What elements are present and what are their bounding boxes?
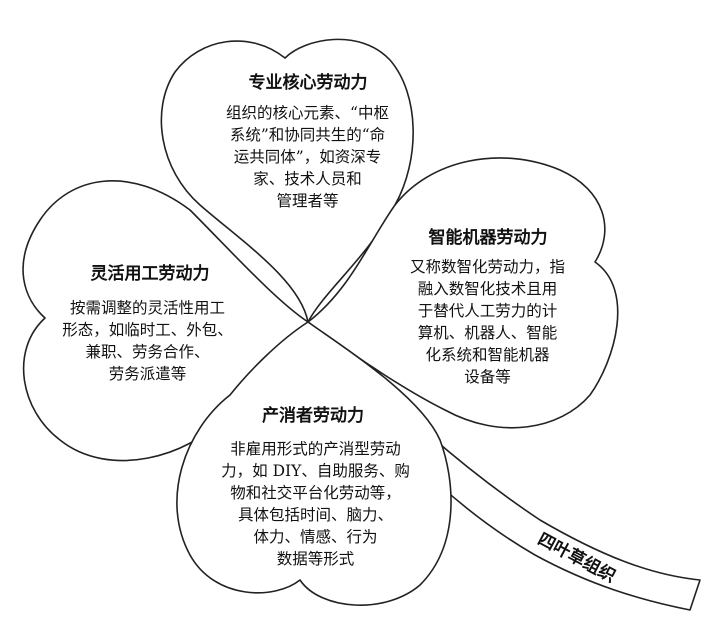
leaf-left-title: 灵活用工劳动力 bbox=[90, 264, 210, 284]
leaf-right-title: 智能机器劳动力 bbox=[428, 228, 548, 248]
leaf-right-line: 融入数智化技术且用 bbox=[417, 280, 558, 298]
leaf-right-shape bbox=[307, 157, 619, 429]
leaf-top-description: 组织的核心元素、“中枢 系统”和协同共生的“命 运共同体”，如资深专 家、技术人… bbox=[195, 102, 420, 212]
leaf-bottom-line: 物和社交平台化劳动等， bbox=[230, 484, 401, 502]
leaf-bottom-line: 具体包括时间、脑力、 bbox=[237, 506, 393, 524]
leaf-right-line: 设备等 bbox=[464, 368, 511, 386]
leaf-right-line: 又称数智化劳动力，指 bbox=[409, 258, 565, 276]
leaf-left-line: 兼职、劳务合作、 bbox=[85, 343, 210, 361]
leaf-bottom-line: 数据等形式 bbox=[276, 550, 355, 568]
leaf-bottom-title: 产消者劳动力 bbox=[262, 406, 364, 426]
leaf-bottom-line: 体力、情感、行为 bbox=[253, 528, 378, 546]
leaf-top-line: 系统”和协同共生的“命 bbox=[229, 126, 386, 144]
leaf-bottom-description: 非雇用形式的产消型劳动 力，如 DIY、自助服务、购 物和社交平台化劳动等， 具… bbox=[198, 438, 433, 570]
leaf-top-line: 管理者等 bbox=[276, 192, 339, 210]
leaf-top-line: 运共同体”，如资深专 bbox=[233, 148, 382, 166]
leaf-right-line: 算机、机器人、智能 bbox=[417, 324, 558, 342]
leaf-left-line: 按需调整的灵活性用工 bbox=[69, 299, 225, 317]
leaf-left-line: 劳务派遣等 bbox=[108, 365, 187, 383]
leaf-right-description: 又称数智化劳动力，指 融入数智化技术且用 于替代人工劳力的计 算机、机器人、智能… bbox=[385, 256, 590, 388]
leaf-bottom-line: 非雇用形式的产消型劳动 bbox=[230, 440, 401, 458]
leaf-left-line: 形态，如临时工、外包、 bbox=[62, 321, 233, 339]
leaf-top-line: 组织的核心元素、“中枢 bbox=[226, 104, 389, 122]
leaf-right-line: 于替代人工劳力的计 bbox=[417, 302, 558, 320]
leaf-bottom-line: 力，如 DIY、自助服务、购 bbox=[221, 462, 410, 480]
leaf-left-description: 按需调整的灵活性用工 形态，如临时工、外包、 兼职、劳务合作、 劳务派遣等 bbox=[45, 297, 250, 385]
leaf-right-line: 化系统和智能机器 bbox=[425, 346, 550, 364]
leaf-top-title: 专业核心劳动力 bbox=[248, 73, 368, 93]
leaf-bottom-shape bbox=[176, 321, 452, 606]
leaf-top-line: 家、技术人员和 bbox=[253, 170, 362, 188]
